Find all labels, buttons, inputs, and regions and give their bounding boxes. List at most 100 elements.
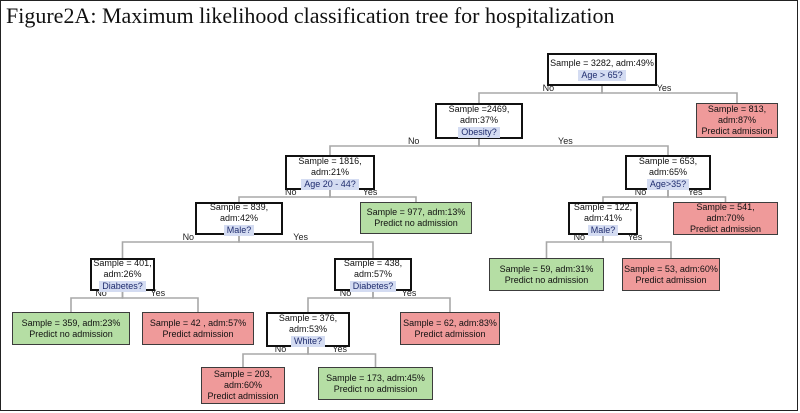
- node-text-line: Predict no admission: [333, 383, 418, 394]
- edge-obesity-age_20_44: [329, 139, 480, 155]
- node-age-35: Sample = 653,adm:65%Age>35?: [625, 155, 711, 190]
- edge-label-no: No: [574, 232, 586, 242]
- edge-male_right-leaf_53: [602, 235, 672, 258]
- edge-root-age_over_65_leaf: [601, 86, 738, 103]
- node-text-line: adm:42%: [219, 212, 259, 223]
- edge-label-yes: Yes: [293, 232, 308, 242]
- node-text-line: Sample = 122,: [573, 201, 633, 212]
- node-text-line: Sample = 401,: [93, 257, 152, 268]
- node-leaf-203: Sample = 203,adm:60%Predict admission: [201, 367, 285, 404]
- edge-age_35-leaf_541: [667, 190, 727, 202]
- node-text-line: Sample = 59, adm:31%: [499, 263, 594, 274]
- node-age-over-65-leaf: Sample = 813,adm:87%Predict admission: [696, 103, 778, 138]
- node-text-line: Predict no admission: [374, 218, 458, 228]
- node-text-line: Sample = 541,: [696, 202, 755, 212]
- node-text-line: Sample = 653,: [638, 155, 698, 166]
- node-text-line: Sample =2469,: [448, 104, 510, 114]
- node-text-line: adm:21%: [310, 166, 350, 177]
- node-question: Male?: [223, 224, 255, 236]
- node-text-line: adm:60%: [223, 380, 263, 390]
- node-question: Age>35?: [646, 178, 690, 190]
- node-root: Sample = 3282, adm:49% Age > 65?: [547, 53, 657, 86]
- edge-diabetes_right-leaf_62: [372, 291, 451, 312]
- node-leaf-62: Sample = 62, adm:83%Predict admission: [400, 312, 500, 345]
- node-age-20-44: Sample = 1816,adm:21%Age 20 - 44?: [285, 155, 375, 190]
- edge-root-obesity: [478, 86, 603, 103]
- node-text-line: adm:70%: [706, 213, 745, 223]
- edge-label-no: No: [635, 187, 647, 197]
- node-diabetes-right: Sample = 438,adm:57%Diabetes?: [334, 257, 412, 292]
- edge-label-no: No: [95, 288, 107, 298]
- edge-label-no: No: [183, 232, 195, 242]
- node-text-line: Predict admission: [207, 391, 279, 401]
- node-text-line: Sample = 3282, adm:49%: [550, 58, 654, 68]
- edge-label-yes: Yes: [688, 187, 703, 197]
- edge-label-yes: Yes: [657, 83, 672, 93]
- edge-age_20_44-leaf_977: [329, 190, 417, 202]
- node-question: Obesity?: [458, 127, 500, 138]
- node-diabetes-left: Sample = 401,adm:26%Diabetes?: [90, 257, 155, 292]
- edge-obesity-age_35: [478, 139, 669, 155]
- node-text-line: Predict no admission: [29, 328, 113, 339]
- node-text-line: adm:87%: [717, 115, 757, 125]
- edge-diabetes_left-leaf_42: [121, 291, 199, 312]
- edge-label-no: No: [340, 288, 352, 298]
- node-text-line: Predict admission: [414, 328, 486, 339]
- node-text-line: Predict admission: [635, 274, 707, 285]
- node-question: Diabetes?: [349, 280, 397, 292]
- node-text-line: Sample = 438,: [343, 257, 403, 268]
- node-text-line: Predict admission: [701, 126, 773, 136]
- node-text-line: Sample = 62, adm:83%: [403, 317, 497, 328]
- node-text-line: Sample = 203,: [213, 369, 273, 379]
- node-text-line: Sample = 359, adm:23%: [21, 317, 121, 328]
- node-text-line: adm:26%: [103, 268, 142, 279]
- node-male-right: Sample = 122,adm:41%Male?: [568, 201, 638, 236]
- node-leaf-53: Sample = 53, adm:60%Predict admission: [622, 258, 720, 291]
- node-text-line: adm:57%: [353, 268, 393, 279]
- node-text-line: adm:37%: [459, 115, 499, 125]
- edge-label-yes: Yes: [558, 136, 573, 146]
- node-leaf-359: Sample = 359, adm:23%Predict no admissio…: [12, 312, 130, 345]
- edge-label-no: No: [285, 187, 297, 197]
- node-leaf-59: Sample = 59, adm:31%Predict no admission: [489, 258, 604, 291]
- edge-label-yes: Yes: [150, 288, 165, 298]
- node-text-line: adm:65%: [648, 166, 688, 177]
- node-text-line: Sample = 977, adm:13%: [366, 207, 466, 217]
- node-question: Diabetes?: [99, 280, 146, 292]
- edge-label-no: No: [543, 83, 555, 93]
- edge-white-leaf_173: [307, 347, 377, 367]
- node-question: White?: [290, 335, 325, 347]
- node-question: Age > 65?: [578, 70, 626, 81]
- node-text-line: adm:41%: [583, 212, 623, 223]
- edge-male_left-diabetes_left: [121, 235, 240, 258]
- node-leaf-42: Sample = 42 , adm:57%Predict admission: [142, 312, 254, 345]
- node-leaf-541: Sample = 541,adm:70%Predict admission: [673, 202, 778, 235]
- edge-label-yes: Yes: [628, 232, 643, 242]
- node-leaf-977: Sample = 977, adm:13%Predict no admissio…: [360, 202, 472, 234]
- edge-label-no: No: [275, 344, 287, 354]
- node-text-line: Sample = 53, adm:60%: [624, 263, 718, 274]
- edge-label-yes: Yes: [402, 288, 417, 298]
- node-text-line: Predict no admission: [504, 274, 589, 285]
- node-text-line: adm:53%: [288, 323, 328, 334]
- node-white: Sample = 376,adm:53%White?: [266, 312, 350, 347]
- edge-label-no: No: [408, 136, 420, 146]
- node-text-line: Predict admission: [689, 224, 762, 234]
- edge-label-yes: Yes: [363, 187, 378, 197]
- node-question: Age 20 - 44?: [301, 178, 359, 190]
- edge-label-yes: Yes: [332, 344, 347, 354]
- node-leaf-173: Sample = 173, adm:45%Predict no admissio…: [318, 367, 433, 400]
- node-male-left: Sample = 839,adm:42%Male?: [195, 201, 283, 236]
- node-text-line: Sample = 376,: [278, 312, 338, 323]
- node-text-line: Sample = 173, adm:45%: [326, 372, 425, 383]
- edge-male_left-diabetes_right: [238, 235, 374, 258]
- node-text-line: Sample = 839,: [209, 201, 269, 212]
- node-text-line: Sample = 813,: [707, 104, 767, 114]
- figure-title: Figure2A: Maximum likelihood classificat…: [6, 3, 615, 28]
- node-obesity: Sample =2469,adm:37% Obesity?: [435, 103, 523, 139]
- node-text-line: Sample = 1816,: [298, 155, 362, 166]
- node-text-line: Sample = 42 , adm:57%: [149, 317, 247, 328]
- node-text-line: Predict admission: [162, 328, 234, 339]
- node-question: Male?: [587, 224, 619, 236]
